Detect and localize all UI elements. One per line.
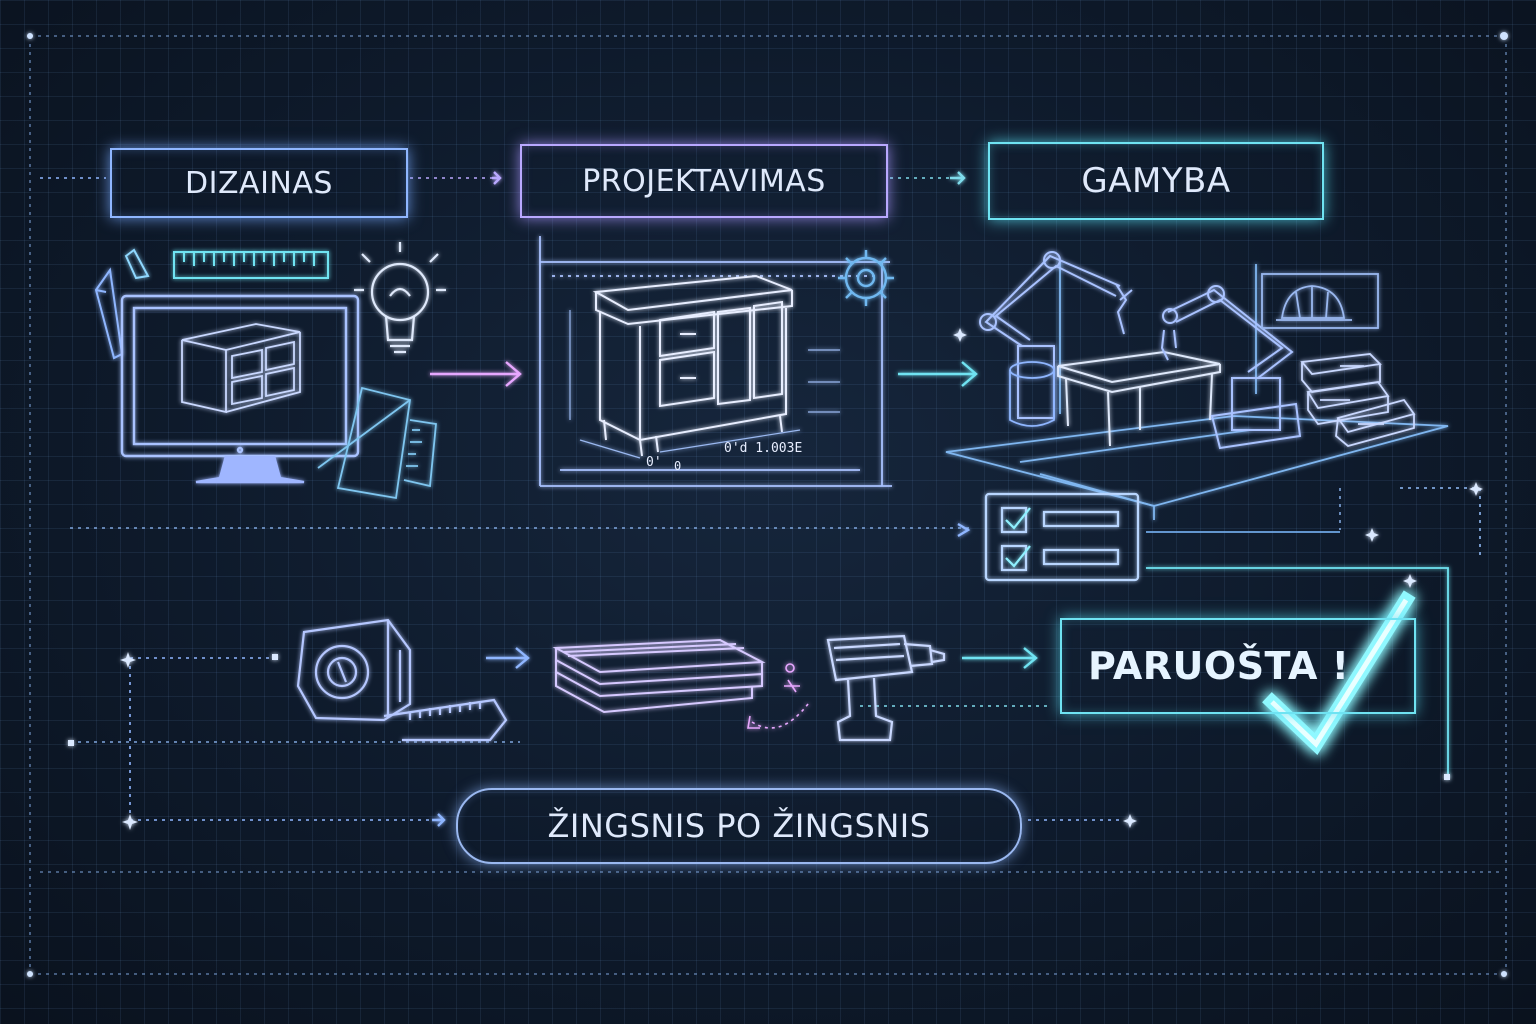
dimension-lines bbox=[569, 310, 840, 459]
checklist-icon bbox=[984, 492, 1140, 582]
factory-table-icon bbox=[1057, 350, 1221, 447]
board-stack-icon bbox=[552, 638, 766, 714]
dimension-small: 0' bbox=[646, 455, 662, 470]
connectors bbox=[40, 177, 1341, 821]
pen-nib-icon bbox=[124, 248, 150, 280]
drawing-frame bbox=[539, 236, 892, 487]
stage-design-label: DIZAINAS bbox=[110, 148, 408, 218]
lightbulb-icon bbox=[354, 242, 446, 354]
pencil-icon bbox=[94, 267, 124, 360]
robot-arm-icon bbox=[979, 251, 1133, 419]
checkmark-icon-core bbox=[1270, 598, 1409, 748]
stage-ready-label: PARUOŠTA ! bbox=[1060, 618, 1416, 714]
hardhat-icon bbox=[1261, 273, 1379, 329]
factory-floor bbox=[945, 260, 1449, 520]
sparkle-stars bbox=[68, 328, 1483, 830]
box-stack-icon bbox=[1300, 353, 1416, 447]
arrow-icon bbox=[430, 171, 1038, 827]
corner-star bbox=[1500, 32, 1508, 40]
step-by-step-caption: ŽINGSNIS PO ŽINGSNIS bbox=[456, 788, 1022, 864]
drafting-sheets bbox=[317, 386, 437, 500]
screw-icon bbox=[747, 663, 809, 729]
stage-engineering-label: PROJEKTAVIMAS bbox=[520, 144, 888, 218]
frame-lines bbox=[29, 35, 1507, 975]
gear-icon bbox=[838, 250, 894, 306]
dimension-label: 0'd 1.00ЗE bbox=[724, 441, 802, 456]
robot-arm-icon bbox=[1160, 285, 1302, 450]
monitor-icon bbox=[120, 294, 360, 484]
tape-measure-icon bbox=[296, 618, 508, 742]
stage-production-label: GAMYBA bbox=[988, 142, 1324, 220]
cabinet-drawing bbox=[592, 274, 793, 457]
dimension-tag: 0 bbox=[674, 459, 681, 473]
drill-icon bbox=[826, 634, 946, 742]
corner-star bbox=[1501, 971, 1507, 977]
corner-star bbox=[27, 33, 33, 39]
corner-star bbox=[27, 971, 33, 977]
ruler-icon bbox=[173, 251, 329, 279]
cabinet-icon bbox=[181, 323, 301, 414]
barrel-icon bbox=[1009, 361, 1055, 427]
